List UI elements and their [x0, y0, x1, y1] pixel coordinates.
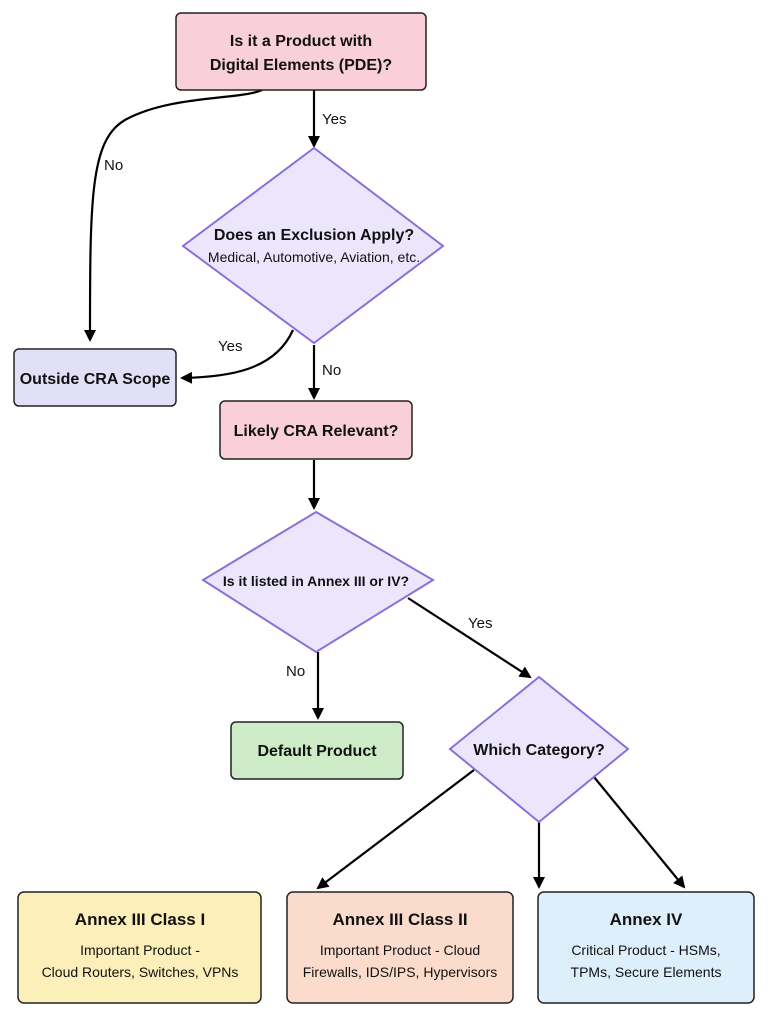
annex4-title: Annex IV	[610, 910, 683, 929]
node-which-category: Which Category?	[448, 675, 630, 824]
default-label: Default Product	[257, 743, 377, 760]
class1-title: Annex III Class I	[75, 910, 205, 929]
class1-line1: Important Product -	[80, 942, 200, 958]
node-likely-relevant: Likely CRA Relevant?	[219, 400, 413, 460]
category-label: Which Category?	[473, 742, 605, 759]
class1-line2: Cloud Routers, Switches, VPNs	[42, 964, 239, 980]
outside-label: Outside CRA Scope	[20, 371, 171, 388]
edge-cat-class1	[316, 769, 475, 890]
node-outside-scope: Outside CRA Scope	[13, 348, 177, 407]
node-class1: Annex III Class I Important Product - Cl…	[17, 891, 262, 1004]
pde-line2: Digital Elements (PDE)?	[210, 57, 392, 74]
exclusion-title: Does an Exclusion Apply?	[214, 227, 414, 244]
edge-excl-yes	[180, 329, 295, 384]
edge-annex-yes	[407, 597, 532, 679]
class2-title: Annex III Class II	[332, 910, 467, 929]
class2-line2: Firewalls, IDS/IPS, Hypervisors	[303, 964, 497, 980]
edge-label-annex-no: No	[286, 663, 305, 680]
annex-label: Is it listed in Annex III or IV?	[223, 573, 409, 589]
annex4-line1: Critical Product - HSMs,	[571, 942, 720, 958]
node-annex-listed: Is it listed in Annex III or IV?	[201, 510, 435, 654]
edge-label-excl-no: No	[322, 362, 341, 379]
edge-pde-no	[84, 88, 263, 342]
edge-label-pde-yes: Yes	[322, 111, 346, 128]
node-default-product: Default Product	[230, 721, 404, 780]
node-annex4: Annex IV Critical Product - HSMs, TPMs, …	[537, 891, 755, 1004]
annex4-line2: TPMs, Secure Elements	[571, 964, 722, 980]
node-class2: Annex III Class II Important Product - C…	[286, 891, 514, 1004]
edge-label-excl-yes: Yes	[218, 338, 242, 355]
node-exclusion: Does an Exclusion Apply? Medical, Automo…	[181, 146, 445, 345]
edge-cat-annex4	[593, 776, 686, 889]
class2-line1: Important Product - Cloud	[320, 942, 480, 958]
edge-label-pde-no: No	[104, 157, 123, 174]
pde-line1: Is it a Product with	[230, 33, 372, 50]
node-pde: Is it a Product with Digital Elements (P…	[175, 12, 427, 91]
edge-label-annex-yes: Yes	[468, 615, 492, 632]
exclusion-sub: Medical, Automotive, Aviation, etc.	[208, 249, 420, 265]
relevant-label: Likely CRA Relevant?	[234, 423, 399, 440]
